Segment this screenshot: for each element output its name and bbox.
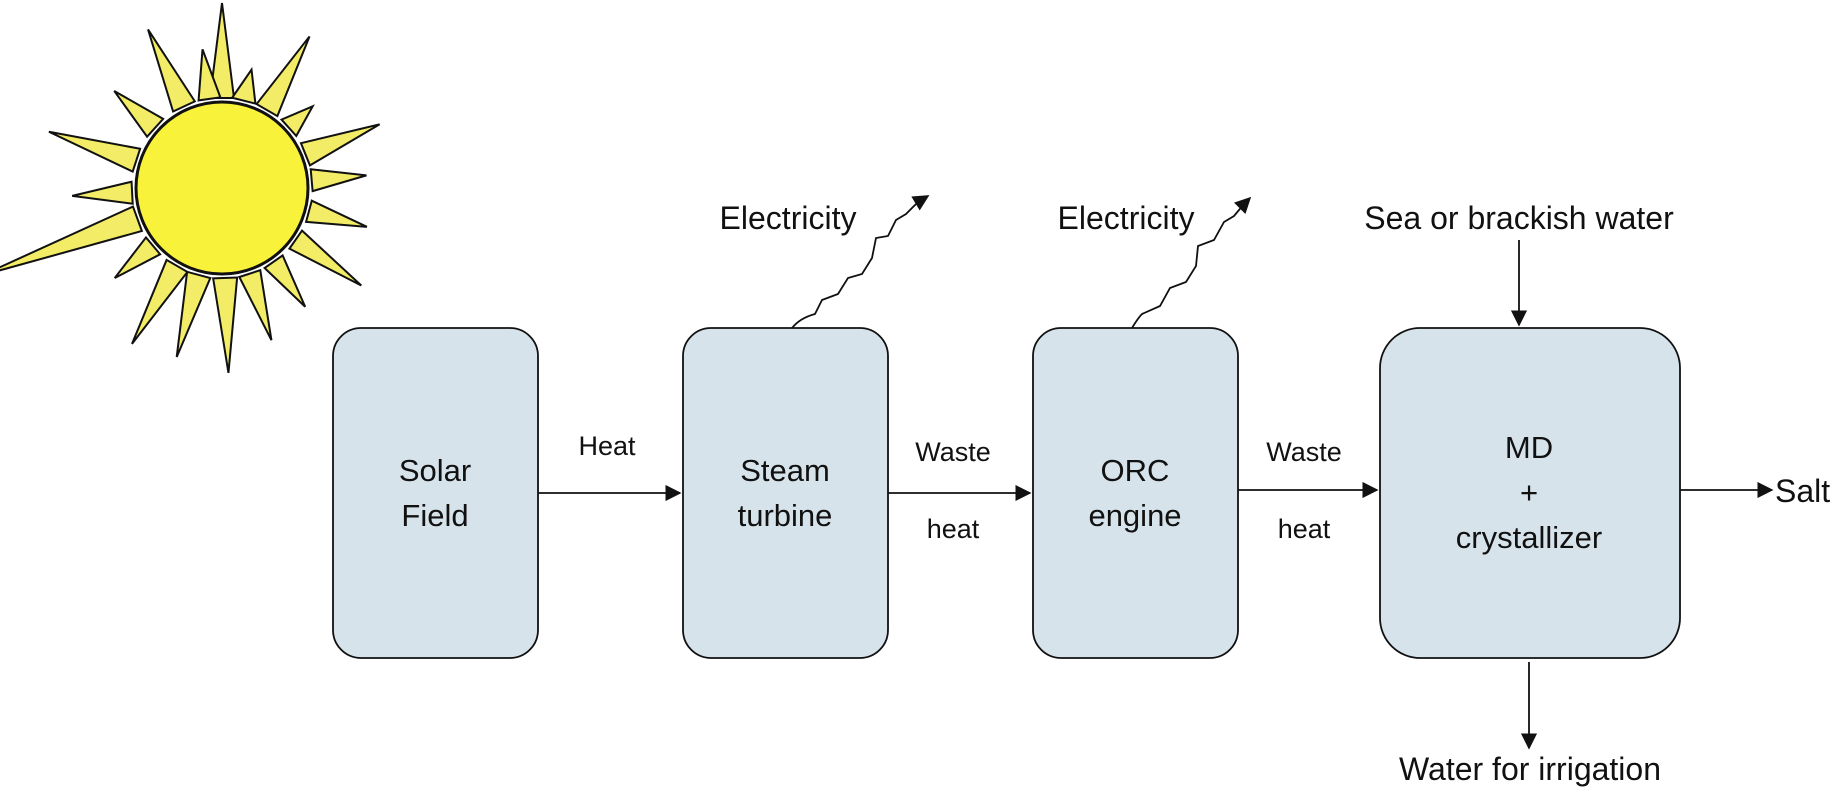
sun-disc	[134, 100, 310, 276]
waste-heat-label-1a: Waste	[915, 437, 991, 467]
sun-ray	[255, 35, 311, 118]
water-irrigation-label: Water for irrigation	[1399, 751, 1661, 787]
sun-ray	[237, 268, 273, 341]
orc-engine-label-1: ORC	[1101, 453, 1170, 488]
orc-engine-label-2: engine	[1088, 498, 1181, 533]
solar-field-label-2: Field	[401, 498, 468, 533]
sun-ray	[48, 130, 142, 173]
sun-ray	[197, 49, 222, 102]
sun-ray	[230, 66, 257, 105]
sun-ray	[147, 28, 197, 113]
sun-ray	[279, 104, 315, 138]
heat-label: Heat	[578, 431, 636, 461]
sun-ray	[211, 276, 239, 374]
sun-ray	[309, 168, 367, 193]
waste-heat-label-2a: Waste	[1266, 437, 1342, 467]
orc-engine-box	[1032, 327, 1239, 659]
salt-label: Salt	[1775, 473, 1830, 509]
electricity-zigzag-icon-2	[1131, 196, 1252, 329]
md-label: MD	[1505, 430, 1553, 465]
sun-icon	[0, 2, 381, 374]
md-crystallizer-box	[1379, 327, 1681, 659]
steam-turbine-box	[682, 327, 889, 659]
solar-field-box	[332, 327, 539, 659]
steam-turbine-label-1: Steam	[740, 453, 830, 488]
sun-ray	[71, 180, 134, 205]
electricity-zigzag-icon-1	[791, 195, 930, 329]
sun-ray	[131, 258, 189, 345]
sun-ray	[113, 90, 165, 139]
sun-ray	[287, 229, 362, 287]
waste-heat-label-1b: heat	[927, 514, 980, 544]
sun-ray	[208, 2, 236, 99]
sun-ray	[0, 205, 144, 272]
sun-ray	[304, 199, 368, 228]
crystallizer-label: crystallizer	[1456, 520, 1602, 555]
sun-ray	[175, 270, 212, 358]
waste-heat-label-2b: heat	[1278, 514, 1331, 544]
steam-turbine-label-2: turbine	[738, 498, 833, 533]
sea-water-label: Sea or brackish water	[1364, 200, 1674, 236]
electricity-label-1: Electricity	[720, 200, 857, 236]
solar-field-label-1: Solar	[399, 453, 471, 488]
electricity-label-2: Electricity	[1058, 200, 1195, 236]
sun-ray	[263, 253, 307, 308]
md-plus-label: +	[1520, 475, 1538, 510]
sun-ray	[113, 235, 162, 279]
sun-ray	[299, 123, 381, 167]
